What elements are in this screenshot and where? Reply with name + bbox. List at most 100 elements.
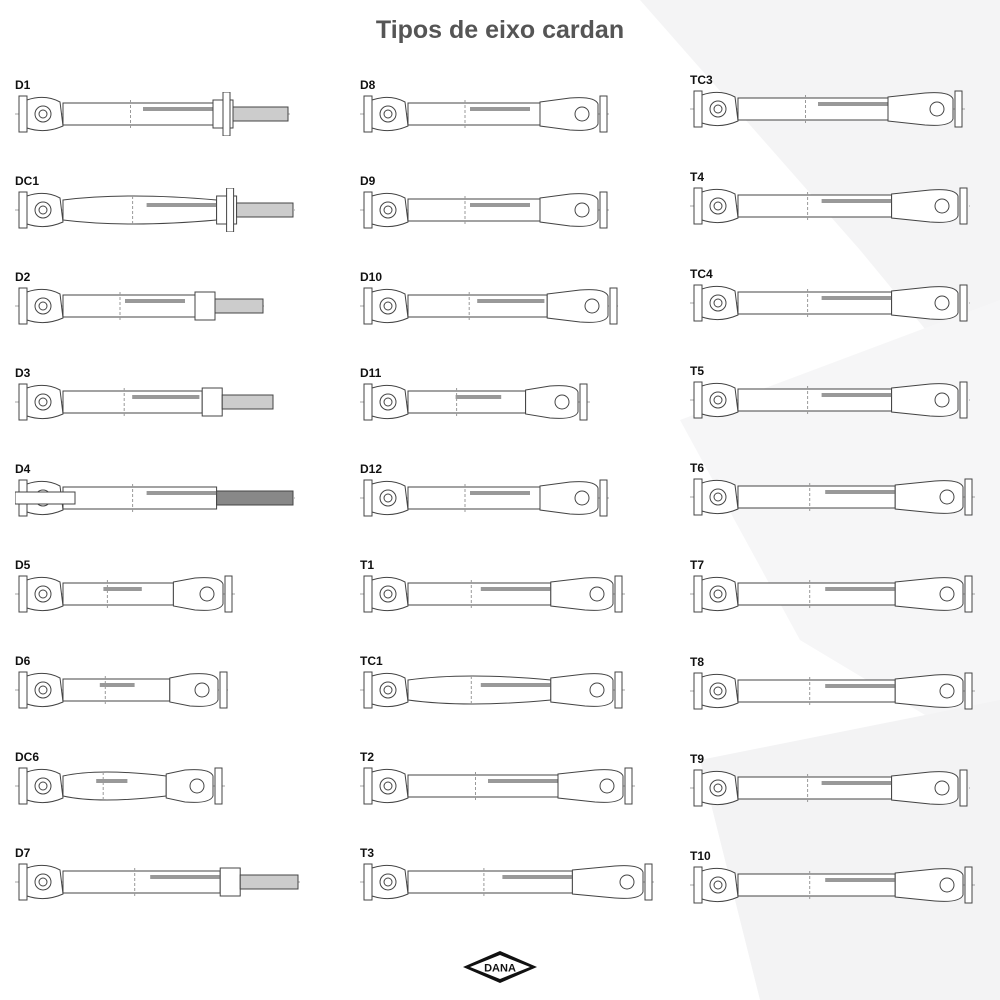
driveshaft-drawing xyxy=(690,187,970,225)
svg-text:DANA: DANA xyxy=(484,963,516,975)
left-yoke xyxy=(693,575,703,613)
left-yoke xyxy=(693,187,703,225)
shaft-label: T5 xyxy=(690,364,705,378)
shaft-label: T1 xyxy=(360,558,375,572)
slip-yoke xyxy=(219,867,241,897)
driveshaft-drawing xyxy=(690,90,965,128)
spline-stub xyxy=(216,490,294,506)
right-yoke xyxy=(894,868,964,902)
driveshaft-drawing xyxy=(15,863,300,901)
tube xyxy=(62,582,174,606)
tube xyxy=(407,870,573,894)
left-yoke xyxy=(693,769,703,807)
right-yoke xyxy=(557,769,624,803)
driveshaft-drawing xyxy=(690,478,975,516)
shaft-label: D10 xyxy=(360,270,383,284)
driveshaft-drawing xyxy=(360,191,610,229)
shaft-label: D2 xyxy=(15,270,31,284)
shaft-label: T8 xyxy=(690,655,705,669)
tube xyxy=(62,390,203,414)
left-yoke xyxy=(693,381,703,419)
right-yoke xyxy=(891,771,959,805)
left-yoke xyxy=(693,90,703,128)
shaft-label: DC6 xyxy=(15,750,40,764)
driveshaft-drawing xyxy=(15,188,295,232)
right-yoke xyxy=(172,577,224,611)
left-yoke xyxy=(363,383,373,421)
left-yoke xyxy=(18,191,28,229)
spline-stub xyxy=(221,394,274,410)
shaft-label: D7 xyxy=(15,846,31,860)
tube xyxy=(407,486,541,510)
tube xyxy=(407,675,552,705)
tube xyxy=(407,294,548,318)
right-yoke xyxy=(891,286,959,320)
right-yoke xyxy=(546,289,609,323)
shaft-label: T4 xyxy=(690,170,705,184)
shaft-label: DC1 xyxy=(15,174,40,188)
right-yoke xyxy=(169,673,219,707)
shaft-label: TC1 xyxy=(360,654,383,668)
driveshaft-drawing xyxy=(360,671,625,709)
tube xyxy=(737,873,896,897)
left-yoke xyxy=(18,575,28,613)
driveshaft-drawing xyxy=(15,92,290,136)
driveshaft-drawing xyxy=(690,866,975,904)
left-yoke xyxy=(18,383,28,421)
tube xyxy=(62,102,214,126)
tube xyxy=(407,198,541,222)
tube xyxy=(737,679,896,703)
shaft-label: T9 xyxy=(690,752,705,766)
left-yoke xyxy=(18,287,28,325)
tube xyxy=(62,294,196,318)
shaft-label: D3 xyxy=(15,366,31,380)
driveshaft-drawing xyxy=(15,479,295,517)
right-yoke xyxy=(539,193,599,227)
shaft-label: D11 xyxy=(360,366,382,380)
tube xyxy=(62,195,218,225)
right-yoke xyxy=(571,865,644,899)
right-yoke xyxy=(894,577,964,611)
shaft-label: T6 xyxy=(690,461,705,475)
driveshaft-drawing xyxy=(690,575,975,613)
left-yoke xyxy=(363,863,373,901)
driveshaft-drawing xyxy=(15,383,275,421)
tube xyxy=(62,486,218,510)
shaft-label: D9 xyxy=(360,174,376,188)
left-yoke xyxy=(693,866,703,904)
shaft-label: TC4 xyxy=(690,267,713,281)
slip-yoke xyxy=(201,387,223,417)
right-yoke xyxy=(891,189,959,223)
left-yoke xyxy=(363,95,373,133)
tube xyxy=(737,485,896,509)
tube xyxy=(407,774,559,798)
driveshaft-drawing xyxy=(690,284,970,322)
tube xyxy=(737,776,893,800)
tube xyxy=(62,678,171,702)
right-yoke xyxy=(894,674,964,708)
page-title: Tipos de eixo cardan xyxy=(375,16,625,44)
driveshaft-drawing xyxy=(15,287,265,325)
shaft-label: T10 xyxy=(690,849,711,863)
shaft-label: D8 xyxy=(360,78,376,92)
driveshaft-drawing xyxy=(690,769,970,807)
driveshaft-drawing xyxy=(360,863,655,901)
right-yoke xyxy=(550,577,614,611)
shaft-label: D1 xyxy=(15,78,31,92)
left-yoke xyxy=(18,95,28,133)
driveshaft-drawing xyxy=(360,287,620,325)
slip-yoke xyxy=(194,291,216,321)
driveshaft-drawing xyxy=(360,383,590,421)
left-yoke xyxy=(693,284,703,322)
driveshaft-drawing xyxy=(15,767,225,805)
driveshaft-drawing xyxy=(360,767,635,805)
right-yoke xyxy=(891,383,959,417)
spline-stub xyxy=(236,202,294,218)
dana-logo: DANA xyxy=(463,951,537,983)
left-yoke xyxy=(363,575,373,613)
tube xyxy=(737,97,889,121)
tube xyxy=(737,291,893,315)
left-yoke xyxy=(693,478,703,516)
driveshaft-drawing xyxy=(15,671,230,709)
shaft-label: TC3 xyxy=(690,73,713,87)
